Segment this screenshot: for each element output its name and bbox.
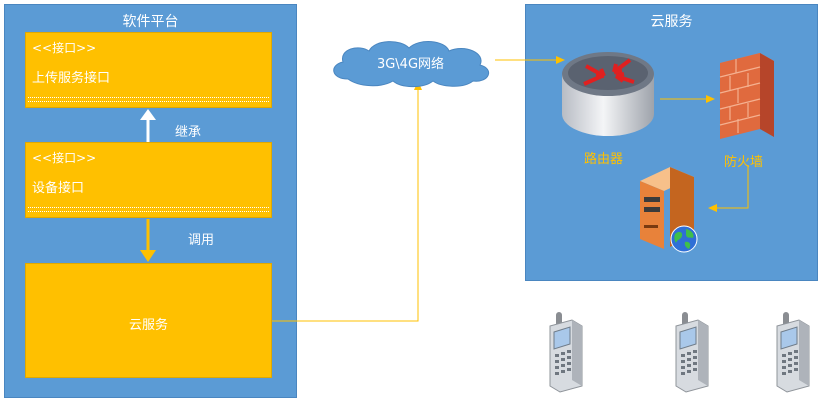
globe-icon: [670, 225, 698, 253]
network-link-line: [272, 88, 419, 322]
cloud-icon: [333, 41, 490, 88]
software-platform-title: 软件平台: [122, 14, 179, 30]
device-interface-name: 设备接口: [32, 181, 85, 196]
inherit-arrow-head: [140, 109, 156, 120]
router-icon: [562, 52, 654, 136]
upload-interface-divider: [28, 97, 269, 98]
device-interface-divider: [28, 207, 269, 208]
router-firewall-arrowhead: [706, 95, 715, 103]
mobile-phone-icon: [549, 312, 583, 393]
call-arrow-head: [140, 250, 156, 262]
firewall-server-arrowhead: [708, 204, 717, 212]
mobile-phone-icon-2: [675, 312, 709, 393]
cloud-service-title: 云服务: [650, 14, 693, 30]
firewall-server-line: [715, 165, 749, 209]
cloud-service-box-label: 云服务: [128, 318, 168, 333]
network-label: 3G\4G网络: [376, 57, 445, 72]
upload-interface-divider-2: [28, 101, 269, 102]
router-label: 路由器: [584, 152, 624, 167]
network-router-arrowhead: [556, 56, 565, 64]
upload-interface-box: <<接口>> 上传服务接口: [25, 32, 272, 108]
cloud-service-box: 云服务: [25, 263, 272, 378]
upload-interface-name: 上传服务接口: [32, 71, 111, 86]
firewall-icon: [719, 53, 774, 139]
inherit-label: 继承: [175, 125, 202, 140]
device-interface-divider-2: [28, 211, 269, 212]
call-label: 调用: [188, 233, 215, 248]
device-interface-stereotype: <<接口>>: [32, 151, 97, 165]
upload-interface-stereotype: <<接口>>: [32, 41, 97, 55]
device-interface-box: <<接口>> 设备接口: [25, 142, 272, 218]
mobile-phone-icon-3: [776, 312, 810, 393]
firewall-label: 防火墙: [724, 155, 764, 170]
